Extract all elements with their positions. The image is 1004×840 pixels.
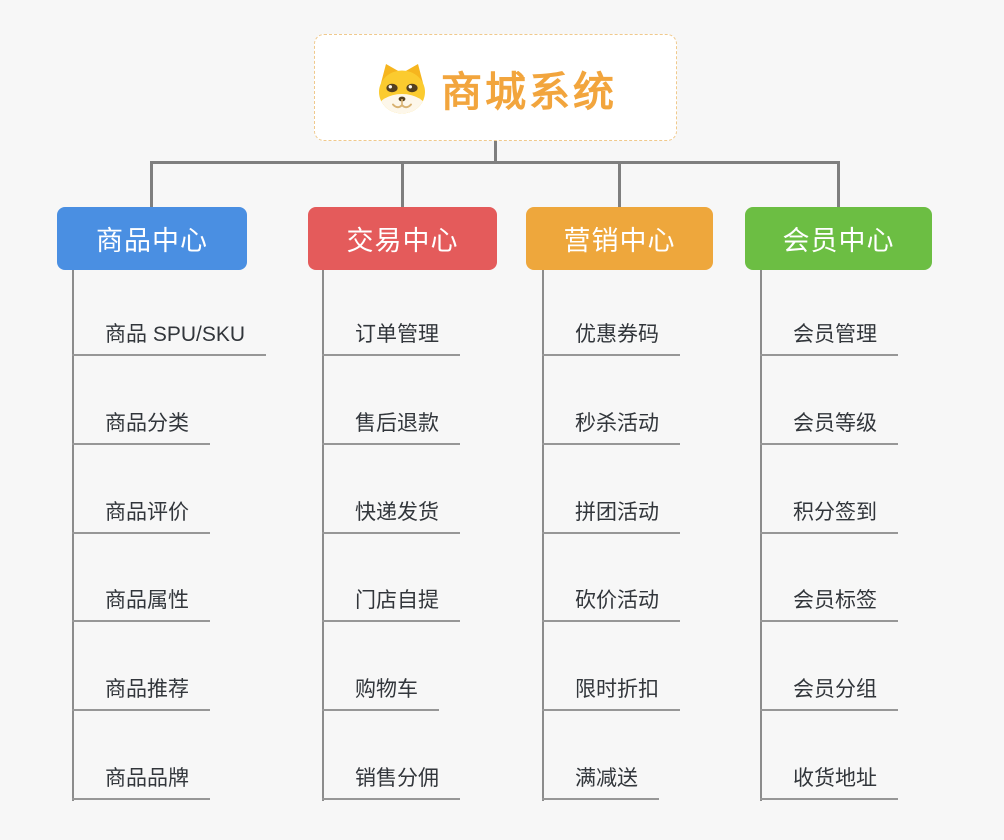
branch-marketing-center[interactable]: 营销中心 [526, 207, 713, 270]
connector-drop-marketing [618, 161, 621, 208]
subtopic-member-management[interactable]: 会员管理 [760, 321, 898, 356]
subtopic-member-group[interactable]: 会员分组 [760, 676, 898, 711]
subtopic-group-buy[interactable]: 拼团活动 [542, 499, 680, 534]
branch-trade-center[interactable]: 交易中心 [308, 207, 497, 270]
subtopic-bargain-activity[interactable]: 砍价活动 [542, 587, 680, 622]
subtopic-column-marketing: 优惠券码 秒杀活动 拼团活动 砍价活动 限时折扣 满减送 [542, 0, 782, 840]
connector-drop-product [150, 161, 153, 208]
connector-drop-trade [401, 161, 404, 208]
root-title: 商城系统 [441, 68, 617, 115]
subtopic-express-delivery[interactable]: 快递发货 [322, 499, 460, 534]
root-node-mall-system[interactable]: 商城系统 [314, 34, 677, 141]
subtopic-limited-time-discount[interactable]: 限时折扣 [542, 676, 680, 711]
subtopic-member-level[interactable]: 会员等级 [760, 410, 898, 445]
subtopic-order-management[interactable]: 订单管理 [322, 321, 460, 356]
subtopic-aftersale-refund[interactable]: 售后退款 [322, 410, 460, 445]
trunk-line-marketing [542, 270, 544, 801]
subtopic-spend-and-save[interactable]: 满减送 [542, 765, 659, 800]
subtopic-shipping-address[interactable]: 收货地址 [760, 765, 898, 800]
subtopic-column-trade: 订单管理 售后退款 快递发货 门店自提 购物车 销售分佣 [322, 0, 562, 840]
subtopic-coupon-code[interactable]: 优惠券码 [542, 321, 680, 356]
connector-root-stem [494, 141, 497, 162]
subtopic-points-checkin[interactable]: 积分签到 [760, 499, 898, 534]
subtopic-store-pickup[interactable]: 门店自提 [322, 587, 460, 622]
branch-product-center[interactable]: 商品中心 [57, 207, 247, 270]
connector-horizontal-rail [150, 161, 840, 164]
trunk-line-product [72, 270, 74, 801]
subtopic-product-review[interactable]: 商品评价 [72, 499, 210, 534]
subtopic-product-attribute[interactable]: 商品属性 [72, 587, 210, 622]
trunk-line-trade [322, 270, 324, 801]
dog-face-icon [379, 63, 425, 113]
trunk-line-member [760, 270, 762, 801]
subtopic-shopping-cart[interactable]: 购物车 [322, 676, 439, 711]
subtopic-product-spu-sku[interactable]: 商品 SPU/SKU [72, 321, 267, 356]
subtopic-member-tag[interactable]: 会员标签 [760, 587, 898, 622]
subtopic-column-member: 会员管理 会员等级 积分签到 会员标签 会员分组 收货地址 [760, 0, 1000, 840]
subtopic-product-category[interactable]: 商品分类 [72, 410, 210, 445]
branch-member-center[interactable]: 会员中心 [745, 207, 932, 270]
subtopic-product-recommend[interactable]: 商品推荐 [72, 676, 210, 711]
subtopic-sales-commission[interactable]: 销售分佣 [322, 765, 460, 800]
connector-drop-member [837, 161, 840, 208]
subtopic-product-brand[interactable]: 商品品牌 [72, 765, 210, 800]
subtopic-flash-sale[interactable]: 秒杀活动 [542, 410, 680, 445]
subtopic-column-product: 商品 SPU/SKU 商品分类 商品评价 商品属性 商品推荐 商品品牌 [72, 0, 312, 840]
